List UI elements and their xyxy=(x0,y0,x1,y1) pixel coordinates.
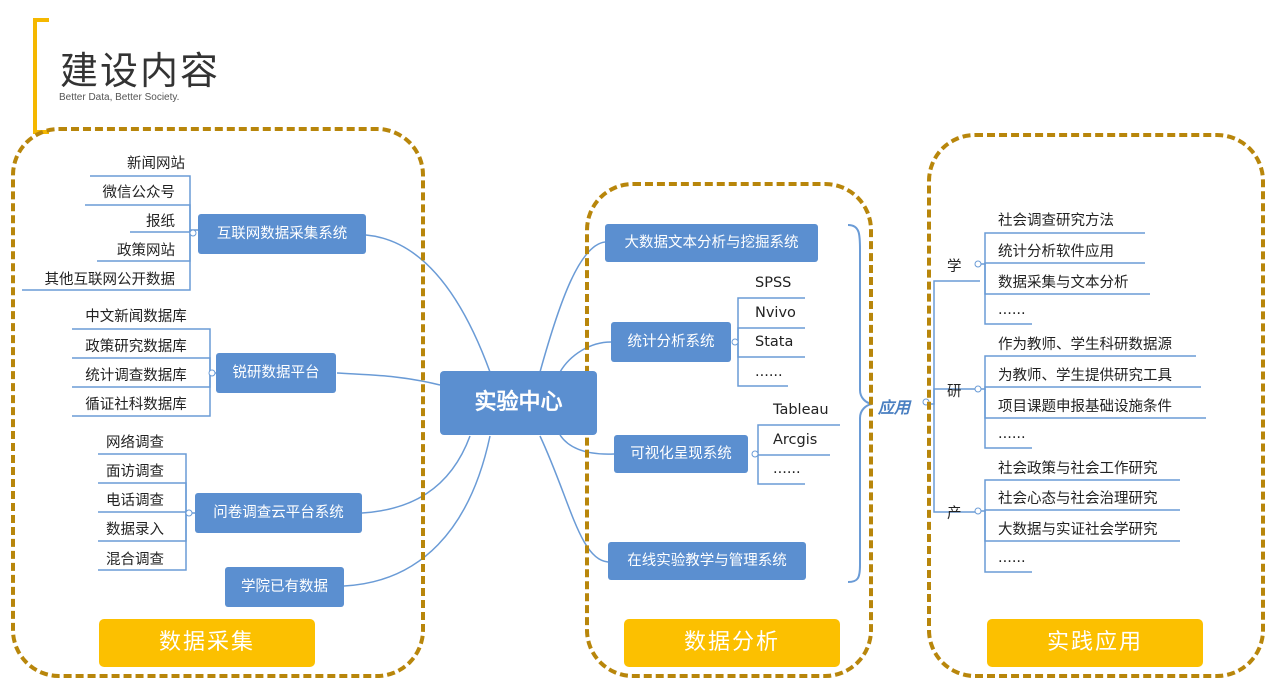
list-item: 混合调查 xyxy=(106,552,164,568)
internet-system-node: 互联网数据采集系统 xyxy=(198,214,366,254)
list-item: 统计调查数据库 xyxy=(85,368,187,384)
list-item: 为教师、学生提供研究工具 xyxy=(998,368,1172,384)
list-item: 政策网站 xyxy=(117,243,175,259)
list-item: 数据录入 xyxy=(106,522,164,538)
list-item: 社会心态与社会治理研究 xyxy=(998,491,1158,507)
analysis-footer: 数据分析 xyxy=(624,619,840,667)
text-mining-node: 大数据文本分析与挖掘系统 xyxy=(605,224,818,262)
list-item: 大数据与实证社会学研究 xyxy=(998,522,1158,538)
survey-platform-node: 问卷调查云平台系统 xyxy=(195,493,362,533)
category-yan: 研 xyxy=(947,384,962,400)
list-item: 报纸 xyxy=(146,214,175,230)
category-chan: 产 xyxy=(947,506,962,522)
list-item: 循证社科数据库 xyxy=(85,397,187,413)
list-item: ...... xyxy=(773,461,801,477)
list-item: 网络调查 xyxy=(106,435,164,451)
ruiyan-platform-node: 锐研数据平台 xyxy=(216,353,336,393)
list-item: 社会调查研究方法 xyxy=(998,213,1114,229)
practice-footer: 实践应用 xyxy=(987,619,1203,667)
application-label: 应用 xyxy=(878,398,911,417)
online-teaching-node: 在线实验教学与管理系统 xyxy=(608,542,806,580)
list-item: Arcgis xyxy=(773,432,818,448)
list-item: 其他互联网公开数据 xyxy=(44,272,176,288)
list-item: Stata xyxy=(755,334,794,350)
list-item: 统计分析软件应用 xyxy=(998,244,1114,260)
list-item: SPSS xyxy=(755,275,792,291)
collect-panel xyxy=(11,127,425,678)
list-item: 社会政策与社会工作研究 xyxy=(998,461,1158,477)
list-item: 新闻网站 xyxy=(127,156,185,172)
list-item: 数据采集与文本分析 xyxy=(998,275,1129,291)
collect-footer: 数据采集 xyxy=(99,619,315,667)
category-xue: 学 xyxy=(947,259,962,275)
page-title: 建设内容 xyxy=(60,49,221,93)
list-item: Nvivo xyxy=(755,305,796,321)
stats-system-node: 统计分析系统 xyxy=(611,322,731,362)
list-item: 面访调查 xyxy=(106,464,164,480)
list-item: 中文新闻数据库 xyxy=(85,309,187,325)
list-item: 政策研究数据库 xyxy=(85,339,187,355)
viz-system-node: 可视化呈现系统 xyxy=(614,435,748,473)
list-item: 微信公众号 xyxy=(102,185,176,201)
list-item: Tableau xyxy=(773,402,829,418)
list-item: ...... xyxy=(998,426,1026,442)
list-item: ...... xyxy=(755,364,783,380)
page-subtitle: Better Data, Better Society. xyxy=(59,92,180,103)
list-item: 项目课题申报基础设施条件 xyxy=(998,399,1172,415)
existing-data-node: 学院已有数据 xyxy=(225,567,344,607)
list-item: ...... xyxy=(998,302,1026,318)
practice-panel xyxy=(927,133,1265,678)
center-node: 实验中心 xyxy=(440,371,597,435)
header-bracket xyxy=(33,18,49,134)
list-item: 电话调查 xyxy=(106,493,164,509)
list-item: 作为教师、学生科研数据源 xyxy=(998,337,1172,353)
list-item: ...... xyxy=(998,550,1026,566)
